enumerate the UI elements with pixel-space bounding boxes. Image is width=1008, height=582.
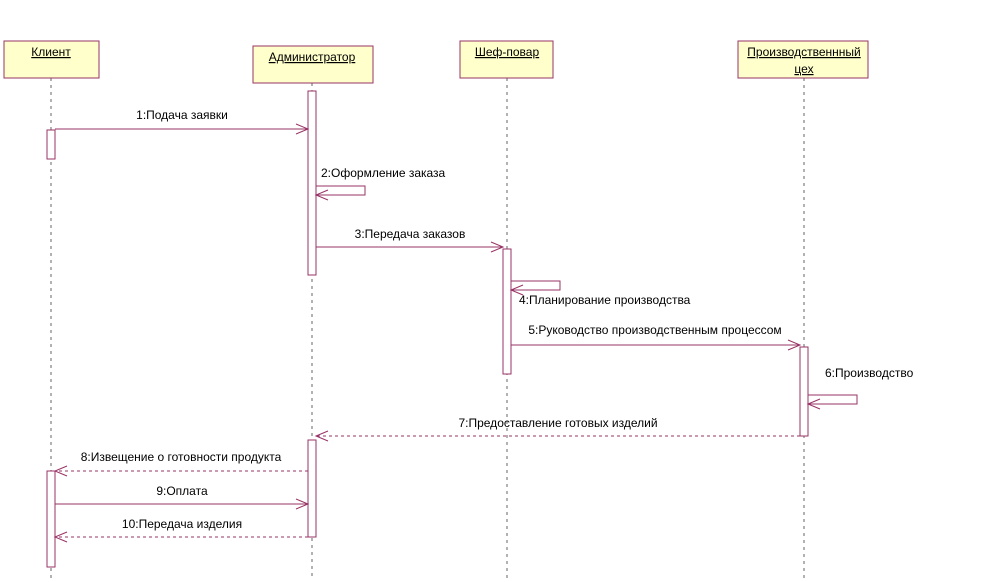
- actor-label: Администратор: [269, 50, 356, 64]
- activation-admin-2: [307, 439, 317, 538]
- message-label: 6:Производство: [825, 366, 914, 380]
- actor-client[interactable]: Клиент: [3, 40, 100, 79]
- actor-admin[interactable]: Администратор: [252, 45, 374, 84]
- activation-client-1: [46, 129, 56, 160]
- message-10: 10:Передача изделия: [53, 517, 308, 543]
- actor-box: [3, 40, 100, 79]
- message-line: [808, 394, 858, 405]
- activations: [46, 90, 809, 568]
- actor-chef[interactable]: Шеф-повар: [459, 40, 554, 79]
- message-7: 7:Предоставление готовых изделий: [314, 416, 800, 442]
- arrow-head-icon: [295, 123, 310, 135]
- message-6: 6:Производство: [806, 366, 914, 410]
- activation-client-2: [46, 470, 56, 568]
- arrow-head-icon: [490, 241, 505, 253]
- arrow-head-icon: [314, 430, 329, 442]
- message-label: 1:Подача заявки: [136, 108, 228, 122]
- message-8: 8:Извещение о готовности продукта: [53, 450, 308, 477]
- message-label: 9:Оплата: [156, 484, 208, 498]
- actor-label: Производственнный: [747, 45, 860, 59]
- message-2: 2:Оформление заказа: [314, 166, 446, 201]
- actor-label: Клиент: [31, 45, 71, 59]
- message-9: 9:Оплата: [55, 484, 310, 510]
- activation-admin-1: [307, 90, 317, 276]
- arrow-head-icon: [53, 465, 68, 477]
- actor-shop[interactable]: Производственнный цех: [737, 40, 869, 79]
- message-label: 3:Передача заказов: [355, 227, 466, 241]
- message-label: 8:Извещение о готовности продукта: [81, 450, 282, 464]
- actor-box: [252, 45, 374, 84]
- message-label: 4:Планирование производства: [519, 293, 691, 307]
- actor-label-line2: цех: [794, 62, 813, 76]
- arrow-head-icon: [295, 498, 310, 510]
- activation-shop-1: [799, 346, 809, 437]
- lifelines: [50, 78, 805, 578]
- message-5: 5:Руководство производственным процессом: [511, 323, 802, 351]
- activation-chef-1: [502, 248, 512, 375]
- message-3: 3:Передача заказов: [316, 227, 505, 253]
- arrow-head-icon: [787, 339, 802, 351]
- message-label: 7:Предоставление готовых изделий: [458, 416, 657, 430]
- arrow-head-icon: [509, 284, 524, 296]
- message-line: [316, 185, 366, 196]
- actor-label: Шеф-повар: [475, 45, 540, 59]
- message-label: 10:Передача изделия: [122, 517, 242, 531]
- message-line: [511, 280, 561, 291]
- actor-box: [737, 40, 869, 79]
- arrow-head-icon: [314, 189, 329, 201]
- message-4: 4:Планирование производства: [509, 280, 691, 307]
- arrow-head-icon: [53, 531, 68, 543]
- arrow-head-icon: [806, 398, 821, 410]
- message-label: 5:Руководство производственным процессом: [528, 323, 781, 337]
- actor-box: [459, 40, 554, 79]
- message-label: 2:Оформление заказа: [321, 166, 446, 180]
- message-1: 1:Подача заявки: [55, 108, 310, 135]
